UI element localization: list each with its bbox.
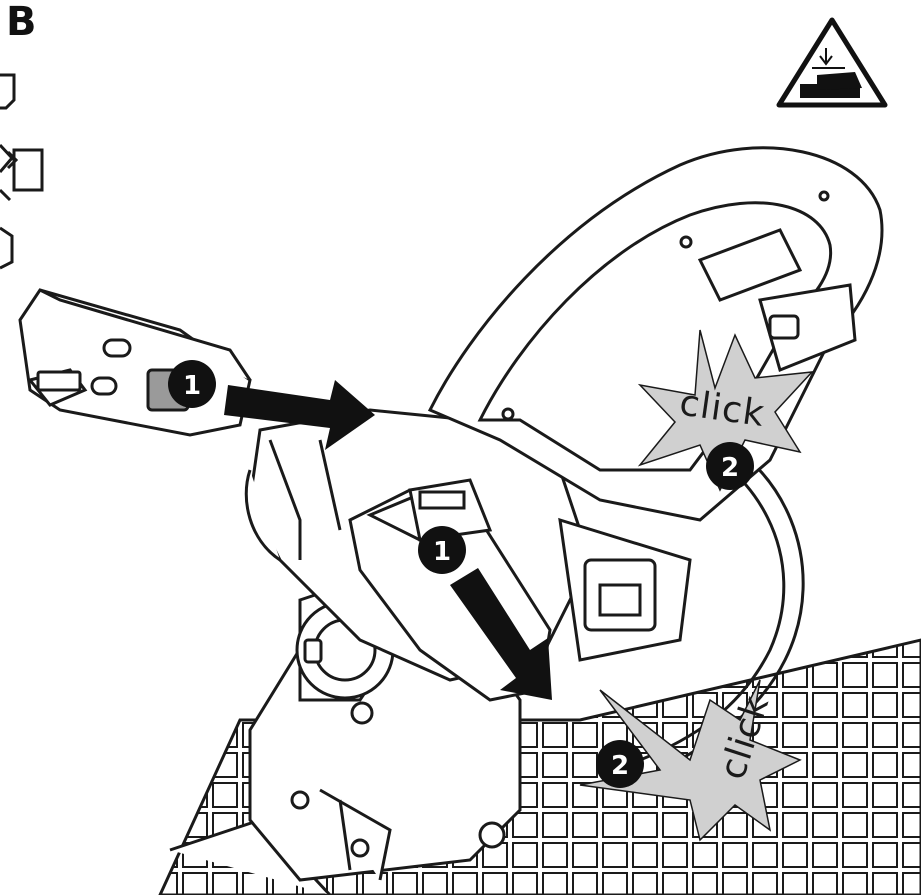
- click-burst-upper: click: [637, 329, 814, 492]
- insert-arrow-upper: [224, 380, 375, 450]
- figure-letter: B: [6, 0, 37, 45]
- svg-text:1: 1: [433, 537, 451, 567]
- step-badge-2-lower: 2: [596, 740, 644, 788]
- step-badge-1-upper: 1: [168, 360, 216, 408]
- step-badge-1-lower: 1: [418, 526, 466, 574]
- step-badge-2-upper: 2: [706, 442, 754, 490]
- svg-text:2: 2: [721, 453, 739, 483]
- saw-pivot-assembly: [248, 578, 522, 882]
- svg-text:1: 1: [183, 371, 201, 401]
- insert-arrow-lower: [450, 568, 552, 700]
- battery-pack-upper: [18, 288, 252, 437]
- left-edge-icons: [0, 73, 44, 270]
- svg-text:2: 2: [611, 751, 629, 781]
- hand-crush-warning-icon: [776, 17, 888, 108]
